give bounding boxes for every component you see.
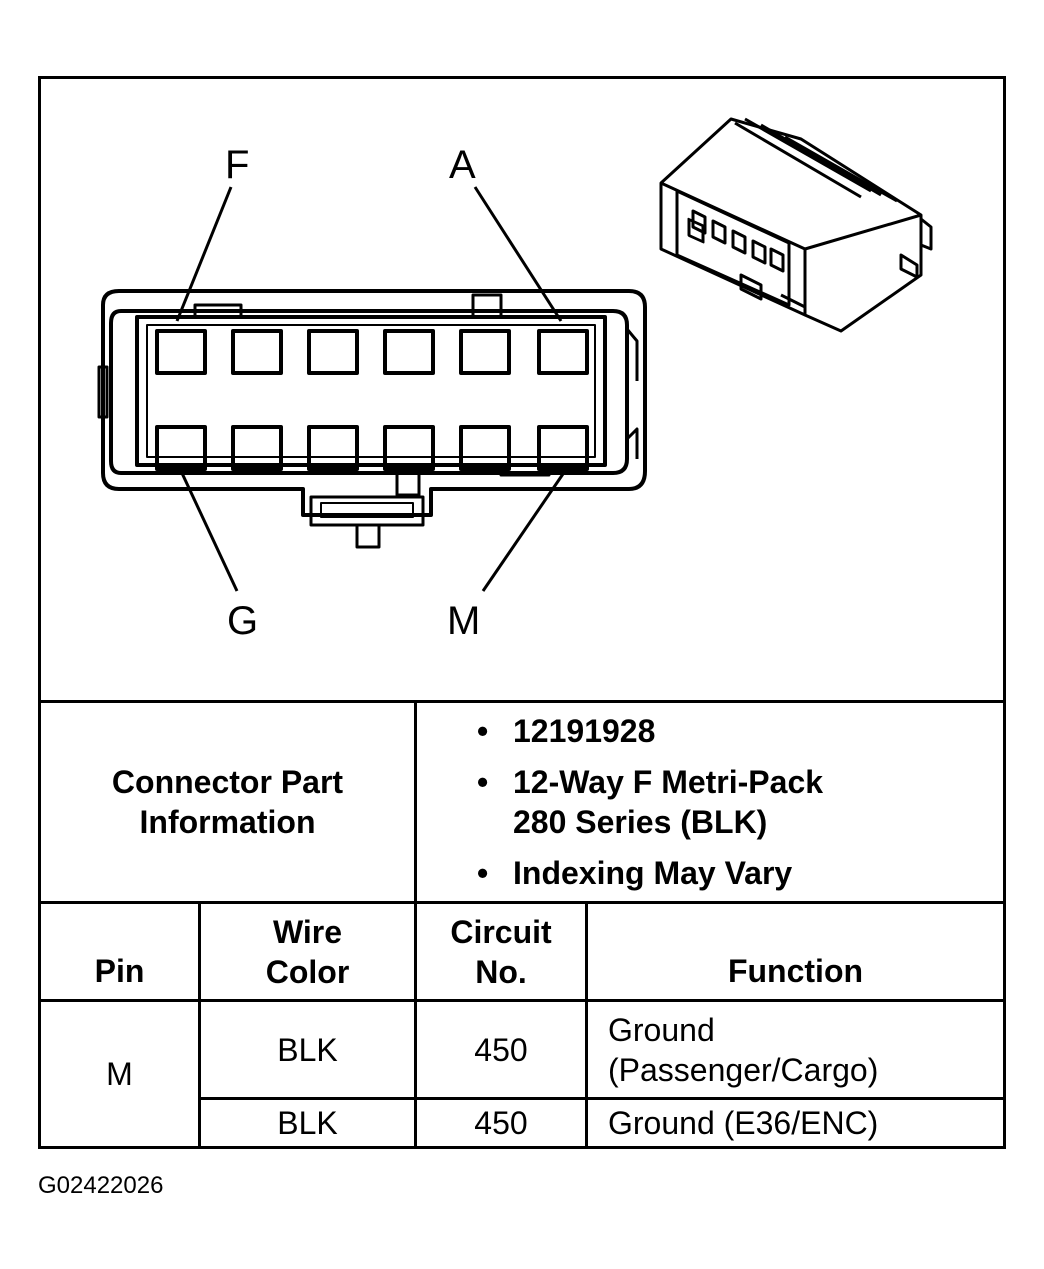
connector-drawing [97,117,933,592]
table-row-1-wire-color: BLK [277,1031,338,1068]
left-side-tab [97,365,109,419]
pin-cell: M [106,1056,133,1092]
terminal-cavity [307,329,359,375]
table-row-1-circuit: 450 [474,1031,528,1068]
lock-tab [309,495,425,527]
terminal-cavity [537,329,589,375]
terminal-cavity [459,329,511,375]
right-side-tab-bottom [625,427,639,459]
table-row-1-function: Ground (Passenger/Cargo) [608,1011,879,1088]
leader-line-g [179,470,239,592]
connector-housing-middle [109,309,629,475]
right-side-tab-top [625,328,639,381]
terminal-cavity [155,329,207,375]
terminal-cavity [231,425,283,471]
header-pin: Pin [94,953,145,989]
connector-info-heading-line1: Connector Part [111,764,344,800]
terminal-cavity [383,329,435,375]
lock-tab-inner [320,502,414,518]
table-row-2-function: Ground (E36/ENC) [608,1105,879,1141]
leader-line-a [473,186,563,322]
info-item-connector-type: 12-Way F Metri-Pack 280 Series (BLK) [473,762,993,842]
pin-label-a: A [449,143,476,187]
header-wire-color: Wire Color [265,913,350,990]
connector-cavity [135,315,607,467]
connector-info-heading: Connector Part Information [41,703,414,901]
divider-info-table [41,901,1003,904]
connector-info-heading-line2: Information [139,804,316,840]
pin-label-g: G [227,599,259,643]
connector-info-list: 12191928 12-Way F Metri-Pack 280 Series … [473,711,993,904]
header-function: Function [727,953,864,989]
info-item-line: 12191928 [513,713,656,749]
divider-table-row [201,1097,1003,1100]
info-item-part-number: 12191928 [473,711,993,751]
connector-diagram: F A G M [41,79,1003,703]
divider-wire-column [414,901,417,1146]
top-latch-right [471,293,503,319]
info-item-line: 12-Way F Metri-Pack [513,764,824,800]
terminal-cavity [459,425,511,471]
info-item-line: Indexing May Vary [513,855,793,891]
connector-inner-bevel [146,324,596,458]
table-row-2-circuit: 450 [474,1105,528,1141]
pin-label-m: M [447,599,481,643]
terminal-cavity [155,425,207,471]
connector-isometric-view [659,117,933,333]
divider-diagram-info [41,700,1003,703]
header-circuit-no: Circuit No. [450,913,552,990]
terminal-cavity [307,425,359,471]
connector-housing-outer [101,289,647,517]
info-item-line: 280 Series (BLK) [513,804,768,840]
pin-label-f: F [225,143,250,187]
divider-pin-column [198,901,201,1146]
terminal-cavity [231,329,283,375]
leader-line-f [175,186,233,322]
diagram-frame: F A G M Connector Part Information 12191… [38,76,1006,1149]
table-row-2-wire-color: BLK [277,1105,338,1141]
terminal-cavity [537,425,589,471]
terminal-cavity [383,425,435,471]
figure-code: G02422026 [38,1172,164,1199]
divider-table-header [41,999,1003,1002]
leader-line-m [481,470,567,592]
lock-stem [355,523,381,549]
divider-circuit-column [585,901,588,1146]
info-item-indexing: Indexing May Vary [473,853,993,893]
divider-info-column [414,700,417,901]
top-latch-left [193,303,243,319]
bottom-latch [395,463,421,497]
